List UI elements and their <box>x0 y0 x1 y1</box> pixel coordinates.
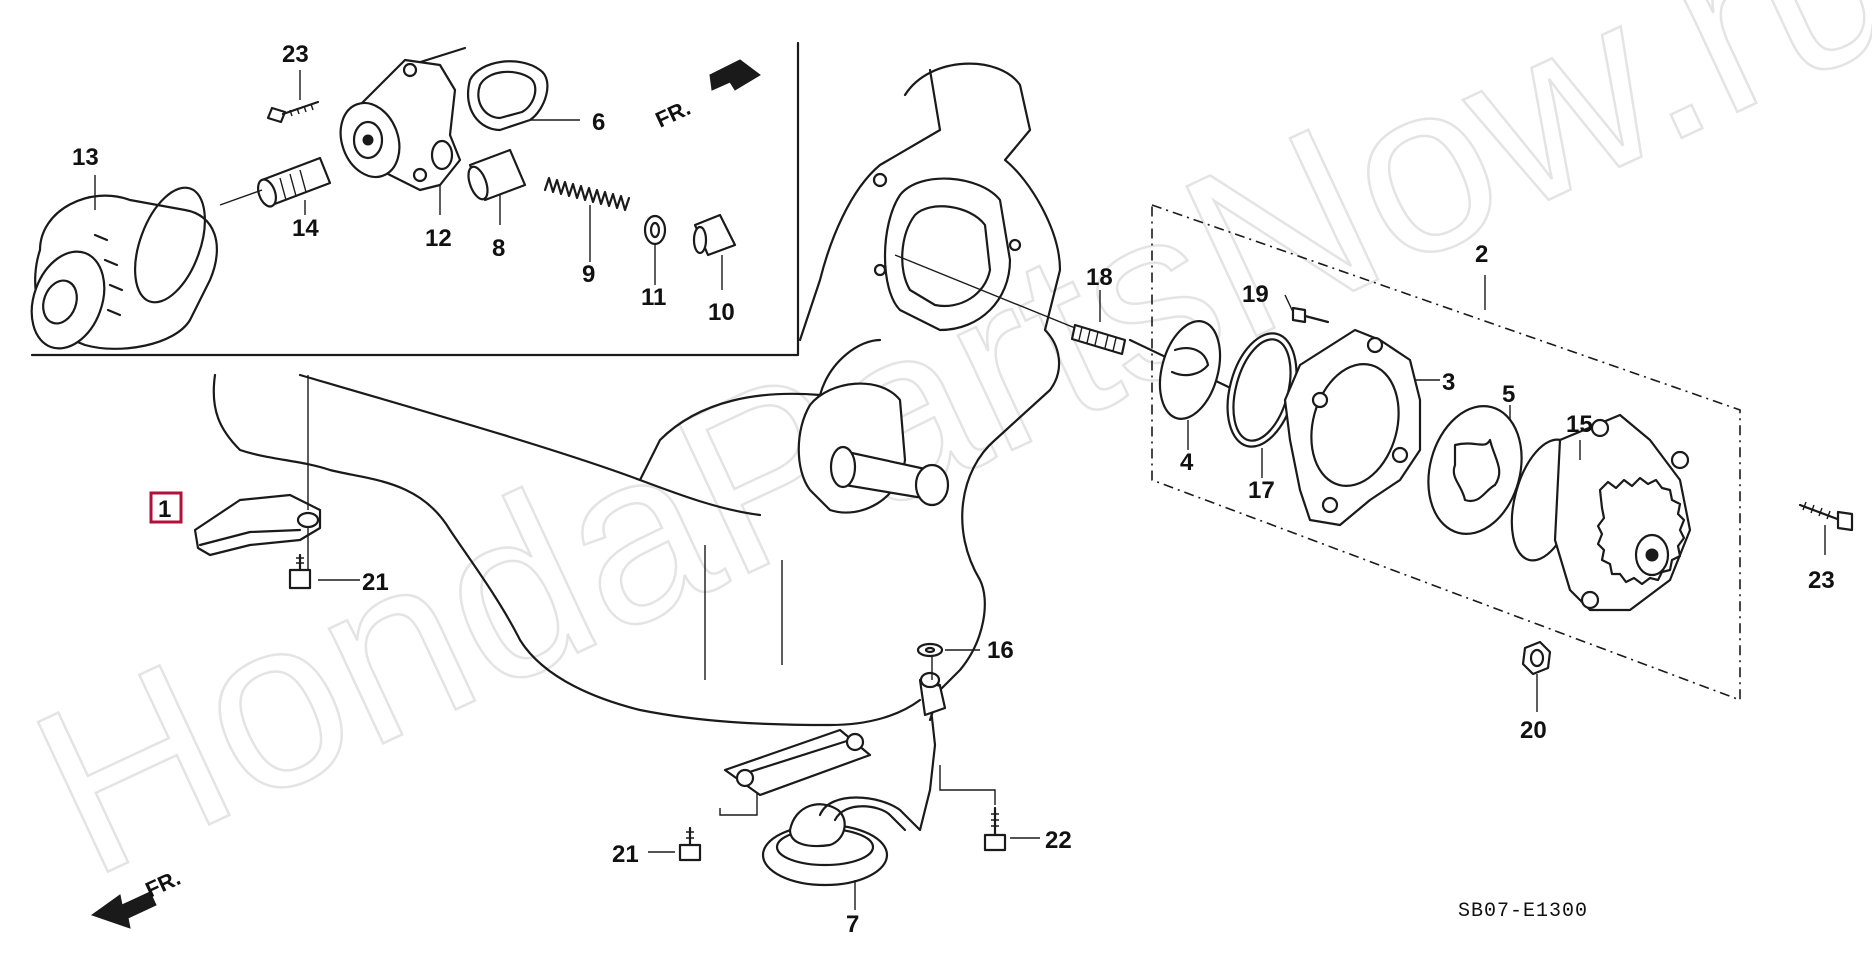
callout-18[interactable]: 18 <box>1086 264 1113 291</box>
oil-filter-part-13[interactable] <box>19 175 219 359</box>
pump-cover-part-3[interactable] <box>1283 328 1440 527</box>
pump-rotor-part-5[interactable] <box>1415 396 1536 545</box>
bolt-part-23-top[interactable] <box>266 70 320 124</box>
plug-part-10[interactable] <box>692 213 737 290</box>
front-direction-arrow-bottom: FR. <box>90 865 184 929</box>
bracket-part-1[interactable] <box>149 375 322 570</box>
callout-3[interactable]: 3 <box>1442 369 1455 396</box>
nut-part-20[interactable] <box>1521 640 1552 712</box>
callout-1[interactable]: 1 <box>158 496 171 523</box>
front-direction-arrow-top: FR. <box>652 59 761 133</box>
washer-part-16[interactable] <box>916 642 980 658</box>
callout-19[interactable]: 19 <box>1242 281 1269 308</box>
oil-strainer-part-7[interactable] <box>723 650 947 910</box>
callout-15[interactable]: 15 <box>1566 411 1593 438</box>
stud-part-18[interactable] <box>1070 290 1127 356</box>
callout-20[interactable]: 20 <box>1520 717 1547 744</box>
callout-12[interactable]: 12 <box>425 225 452 252</box>
screen-ring-part-4[interactable] <box>1150 314 1230 450</box>
screw-part-19[interactable] <box>1284 294 1330 324</box>
part-1-highlight <box>149 491 183 524</box>
callout-8[interactable]: 8 <box>492 235 505 262</box>
relief-valve-part-8[interactable] <box>465 148 527 225</box>
bolt-part-22[interactable] <box>983 806 1040 852</box>
washer-part-11[interactable] <box>643 214 667 285</box>
nipple-part-14[interactable] <box>219 156 332 215</box>
callout-21-left[interactable]: 21 <box>362 569 389 596</box>
bolt-part-21-bottom[interactable] <box>648 826 702 862</box>
callout-5[interactable]: 5 <box>1502 381 1515 408</box>
callout-7[interactable]: 7 <box>846 911 859 938</box>
callout-9[interactable]: 9 <box>582 261 595 288</box>
callout-16[interactable]: 16 <box>987 637 1014 664</box>
callout-11[interactable]: 11 <box>641 284 666 311</box>
gasket-part-6[interactable] <box>467 60 580 132</box>
callout-22[interactable]: 22 <box>1045 827 1072 854</box>
callout-17[interactable]: 17 <box>1248 477 1275 504</box>
engine-block-outline <box>212 62 1062 727</box>
callout-labels: 1 2 3 4 5 6 7 8 9 10 11 12 13 14 15 16 1… <box>72 41 1835 938</box>
callout-14[interactable]: 14 <box>292 215 319 242</box>
callout-4[interactable]: 4 <box>1180 449 1194 476</box>
callout-23-right[interactable]: 23 <box>1808 567 1835 594</box>
strainer-bracket-leaders <box>719 765 996 816</box>
callout-23-top[interactable]: 23 <box>282 41 309 68</box>
callout-10[interactable]: 10 <box>708 299 735 326</box>
bolt-part-23-right[interactable] <box>1798 501 1854 555</box>
callout-13[interactable]: 13 <box>72 144 99 171</box>
filter-housing-part-12[interactable] <box>331 58 462 215</box>
spring-part-9[interactable] <box>543 176 631 262</box>
oil-pump-assembly-box-part-2 <box>1151 203 1741 702</box>
pump-body-part-15[interactable] <box>1500 413 1692 612</box>
bolt-part-21-left[interactable] <box>288 553 360 590</box>
diagram-code: SB07-E1300 <box>1458 900 1588 923</box>
callout-6[interactable]: 6 <box>592 109 605 136</box>
callout-2[interactable]: 2 <box>1475 241 1488 268</box>
front-marker-label-top: FR. <box>652 95 695 133</box>
callout-21-bottom[interactable]: 21 <box>612 841 639 868</box>
